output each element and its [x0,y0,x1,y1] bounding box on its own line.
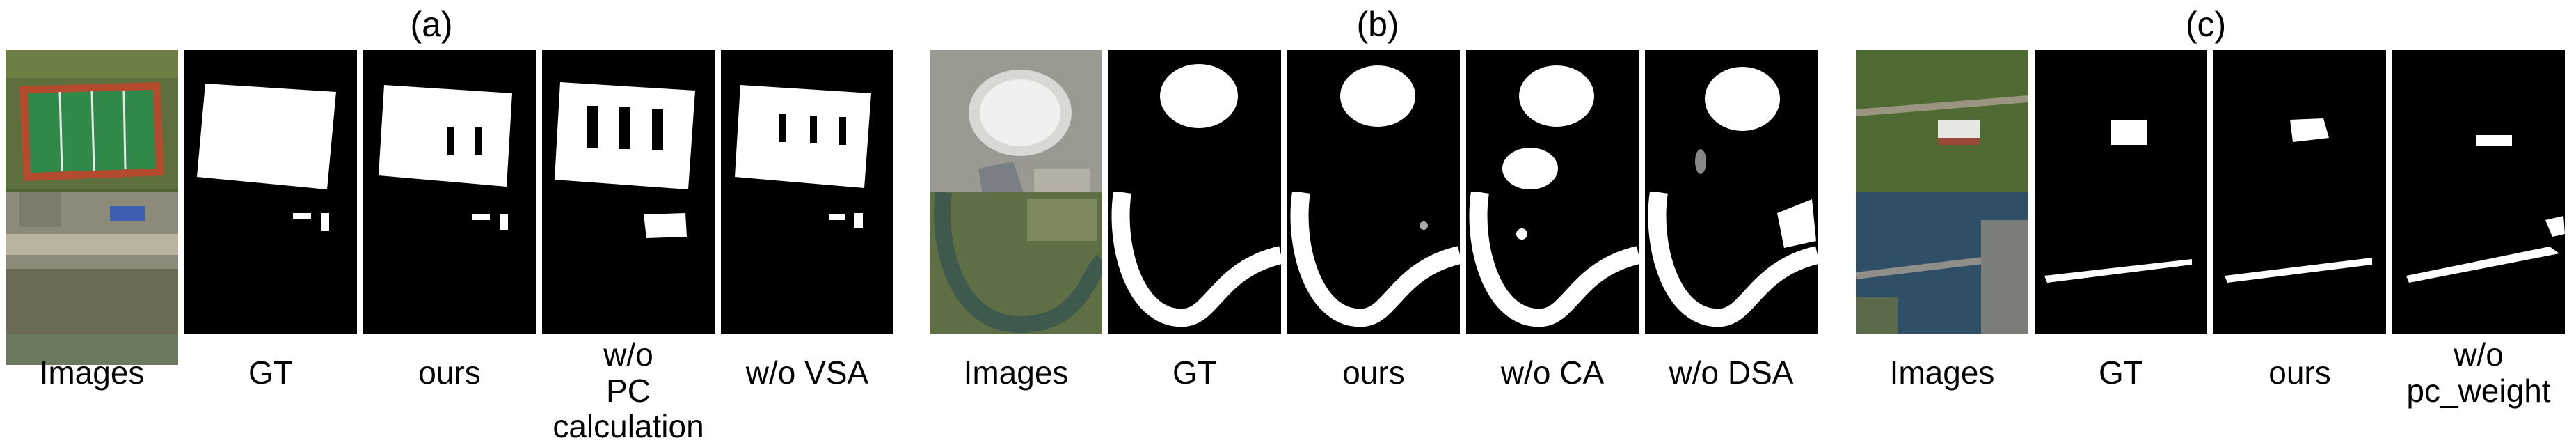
satellite-image-building [6,192,178,365]
caption-gt: GT [248,354,293,391]
caption-images: Images [963,354,1069,391]
gt-mask [184,192,357,334]
caption-wo-pc-calculation: w/o PC calculation [552,336,704,445]
caption-images: Images [1889,354,1995,391]
wo-dsa-mask [1645,192,1818,334]
caption-ours: ours [418,354,481,391]
satellite-image-river [930,192,1102,334]
gt-mask [2035,192,2207,334]
panel-b-title: (b) [1356,5,1399,44]
caption-gt: GT [1172,354,1217,391]
caption-gt: GT [2099,354,2143,391]
wo-vsa-mask [721,192,893,334]
caption-images: Images [39,354,145,391]
ours-mask [2213,192,2386,334]
satellite-image-bridge [1856,192,2028,334]
caption-wo-pc-weight: w/o pc_weight [2406,336,2551,409]
wo-pc-weight-mask [2392,192,2565,334]
panel-a-title: (a) [410,5,453,44]
caption-wo-dsa: w/o DSA [1669,354,1794,391]
gt-mask [1108,192,1281,334]
panel-c-title: (c) [2185,5,2227,44]
caption-wo-ca: w/o CA [1500,354,1605,391]
caption-ours: ours [1342,354,1405,391]
wo-ca-mask [1466,192,1639,334]
wo-pc-calculation-mask [542,192,715,334]
caption-ours: ours [2268,354,2331,391]
caption-wo-vsa: w/o VSA [745,354,869,391]
ours-mask [363,192,536,334]
ours-mask [1287,192,1460,334]
